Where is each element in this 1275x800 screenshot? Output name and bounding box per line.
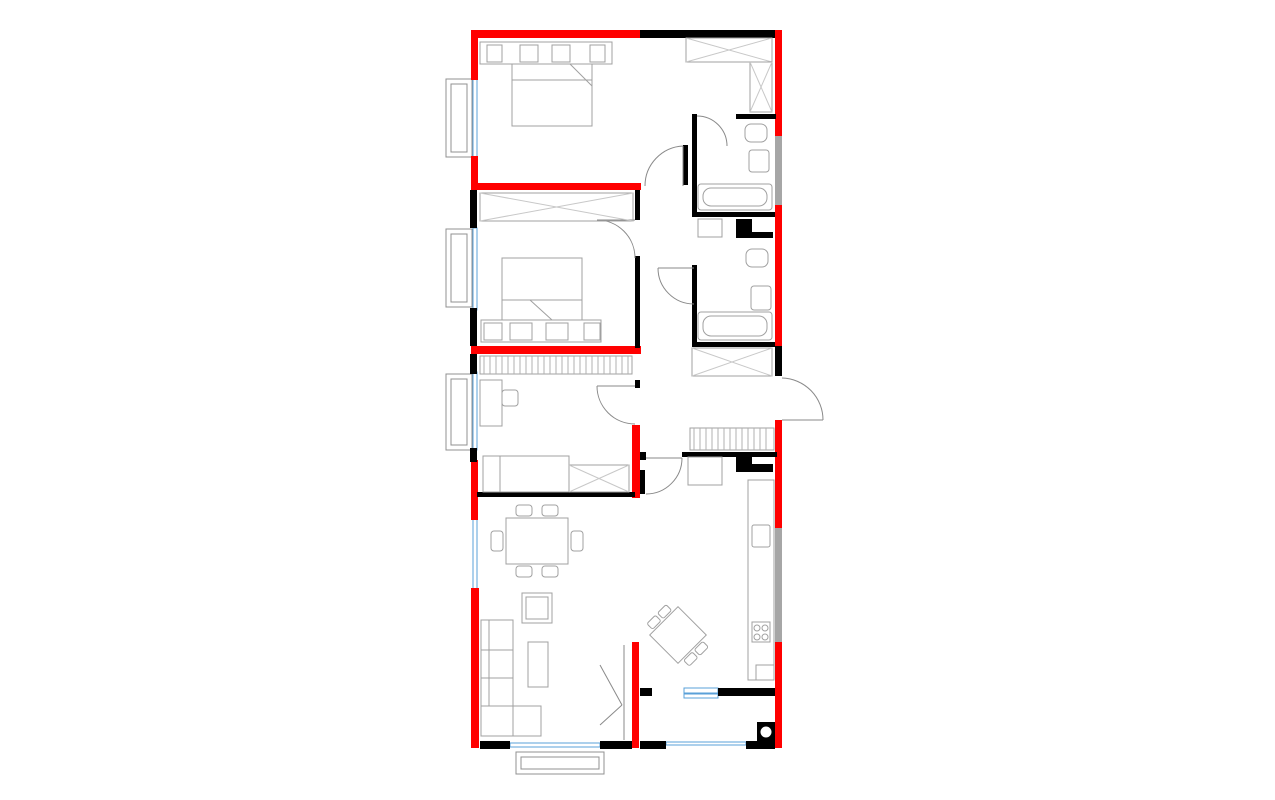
bathtub bbox=[697, 183, 773, 211]
bedroom-1 bbox=[479, 37, 773, 127]
windows bbox=[472, 77, 747, 748]
sink bbox=[748, 149, 770, 173]
desk bbox=[479, 379, 503, 427]
toilet-2 bbox=[745, 248, 769, 268]
wardrobe bbox=[685, 37, 773, 63]
coffee-table bbox=[527, 641, 549, 688]
gray-wall-bath bbox=[775, 136, 782, 205]
kitchen-counter bbox=[747, 479, 775, 681]
exterior-sills bbox=[445, 78, 605, 775]
interior-walls bbox=[470, 30, 782, 749]
bathroom-2 bbox=[691, 218, 773, 377]
study bbox=[479, 355, 633, 493]
gray-wall-kitchen bbox=[775, 528, 782, 642]
desk-chair bbox=[501, 389, 519, 407]
exterior-walls bbox=[471, 30, 782, 748]
dining-table bbox=[505, 517, 569, 565]
single-bed bbox=[482, 455, 570, 493]
armchair bbox=[521, 592, 553, 624]
diagonal-table bbox=[647, 604, 709, 666]
bedroom-2 bbox=[479, 192, 634, 343]
bathroom-1 bbox=[697, 123, 773, 211]
fridge bbox=[687, 456, 723, 486]
wardrobe-2 bbox=[479, 192, 634, 222]
toilet bbox=[744, 123, 768, 143]
hallway bbox=[689, 427, 775, 451]
sink-2 bbox=[750, 285, 772, 311]
bathtub-2 bbox=[697, 311, 773, 341]
living-dining-kitchen bbox=[480, 456, 775, 737]
double-bed bbox=[511, 63, 593, 127]
